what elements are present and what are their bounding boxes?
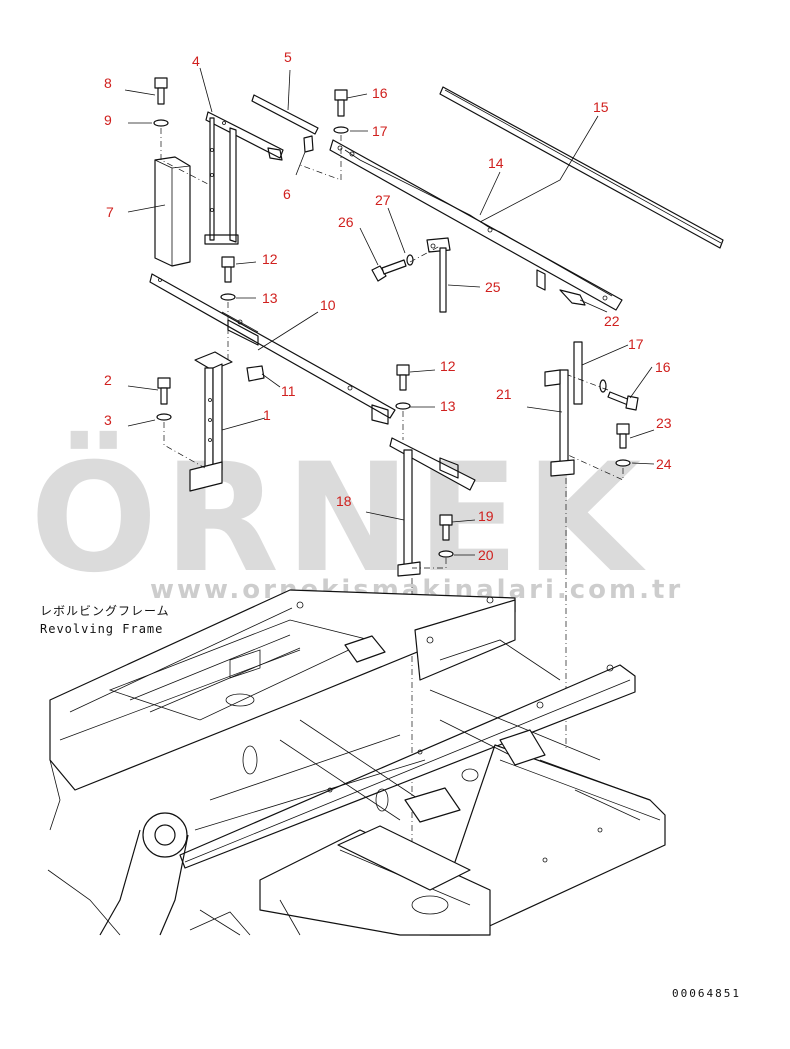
frame-label-english: Revolving Frame — [40, 622, 163, 636]
callout-6: 6 — [283, 186, 291, 202]
bolt-2 — [157, 377, 171, 405]
washer-13-upper — [220, 293, 236, 301]
washer-13-mid — [395, 402, 411, 410]
callout-18: 18 — [336, 493, 352, 509]
part-10-beam — [149, 273, 396, 425]
revolving-frame — [47, 589, 666, 936]
watermark-brand: ÖRNEK — [30, 430, 647, 606]
callout-15: 15 — [593, 99, 609, 115]
washer-17-right — [599, 379, 607, 393]
callout-12-upper: 12 — [262, 251, 278, 267]
callout-25: 25 — [485, 279, 501, 295]
callouts: 8 4 5 16 15 9 17 14 6 27 7 26 12 25 13 2… — [104, 49, 672, 563]
bolt-23 — [616, 423, 630, 449]
callout-12-mid: 12 — [440, 358, 456, 374]
frame-label-japanese: レボルビングフレーム — [40, 604, 170, 618]
washer-9 — [153, 119, 169, 127]
part-11-block — [246, 365, 265, 382]
exploded-parts — [149, 77, 724, 577]
washer-20 — [438, 550, 454, 558]
washer-17-top — [333, 126, 349, 134]
callout-4: 4 — [192, 53, 200, 69]
callout-2: 2 — [104, 372, 112, 388]
callout-26: 26 — [338, 214, 354, 230]
callout-21: 21 — [496, 386, 512, 402]
washer-3 — [156, 413, 172, 421]
bolt-16-right — [607, 391, 639, 411]
callout-17-right: 17 — [628, 336, 644, 352]
callout-14: 14 — [488, 155, 504, 171]
callout-22: 22 — [604, 313, 620, 329]
callout-27: 27 — [375, 192, 391, 208]
callout-13-mid: 13 — [440, 398, 456, 414]
callout-8: 8 — [104, 75, 112, 91]
callout-13-upper: 13 — [262, 290, 278, 306]
callout-19: 19 — [478, 508, 494, 524]
part-25-bracket — [426, 237, 451, 313]
part-6-block — [303, 135, 314, 153]
callout-11: 11 — [281, 383, 296, 399]
callout-16-right: 16 — [655, 359, 671, 375]
callout-24: 24 — [656, 456, 672, 472]
callout-7: 7 — [106, 204, 114, 220]
part-15-long-rail — [439, 86, 724, 249]
callout-17: 17 — [372, 123, 388, 139]
part-14-upper-bracket — [329, 139, 623, 311]
part-4-bracket — [204, 111, 284, 245]
leader-lines — [124, 67, 655, 556]
washer-27 — [406, 254, 414, 266]
bolt-12-upper — [221, 256, 235, 283]
washer-24 — [615, 459, 631, 467]
bolt-8 — [154, 77, 168, 105]
callout-10: 10 — [320, 297, 336, 313]
part-5-strip — [251, 94, 319, 135]
part-21-post — [544, 341, 583, 477]
document-number: 00064851 — [672, 987, 741, 1000]
bolt-26 — [371, 259, 407, 282]
callout-5: 5 — [284, 49, 292, 65]
bolt-16-top — [334, 89, 348, 117]
callout-23: 23 — [656, 415, 672, 431]
bolt-12-mid — [396, 364, 410, 391]
part-18-stand — [389, 437, 476, 577]
bolt-19 — [439, 514, 453, 541]
part-7-pad — [154, 156, 191, 267]
watermark: ÖRNEK www.ornekismakinalari.com.tr — [30, 430, 680, 606]
callout-9: 9 — [104, 112, 112, 128]
part-1-stand — [189, 351, 233, 492]
callout-16: 16 — [372, 85, 388, 101]
callout-1: 1 — [263, 407, 271, 423]
callout-3: 3 — [104, 412, 112, 428]
callout-20: 20 — [478, 547, 494, 563]
